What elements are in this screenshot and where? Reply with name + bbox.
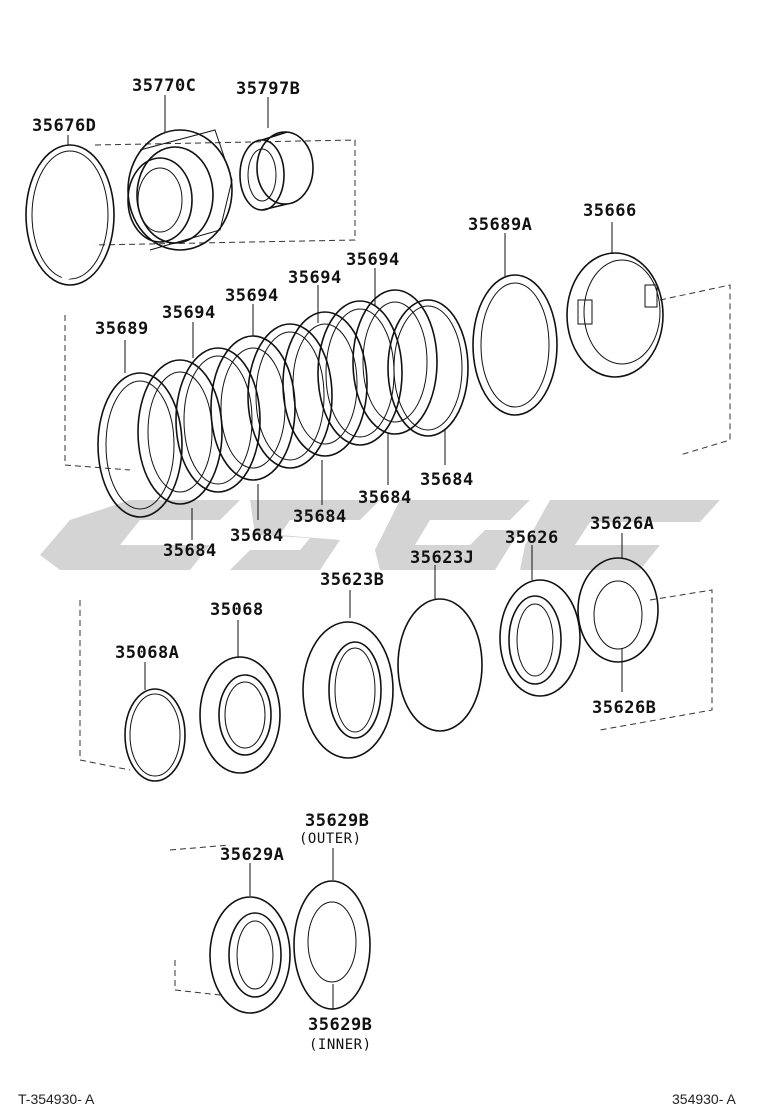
label-35623B: 35623B (320, 570, 384, 590)
note-inner: (INNER) (309, 1037, 372, 1053)
label-35694-4: 35694 (346, 250, 400, 270)
label-35689A: 35689A (468, 215, 532, 235)
sleeve-35797B (239, 131, 314, 211)
label-35684-2: 35684 (230, 526, 284, 546)
washer-35629B (293, 880, 371, 1010)
seal-35629A (209, 896, 291, 1014)
seal-35626 (499, 579, 581, 697)
label-35684-1: 35684 (163, 541, 217, 561)
label-35068: 35068 (210, 600, 264, 620)
snap-ring-35676D (25, 144, 115, 286)
plate-35689A (472, 274, 558, 416)
footer-right-code: 354930- A (672, 1091, 736, 1107)
footer-left-code: T-354930- A (18, 1091, 95, 1107)
label-35689: 35689 (95, 319, 149, 339)
label-35684-4: 35684 (358, 488, 412, 508)
dashed-guides (64, 139, 731, 996)
label-35676D: 35676D (32, 116, 96, 136)
label-35623J: 35623J (410, 548, 474, 568)
label-35770C: 35770C (132, 76, 196, 96)
label-35666: 35666 (583, 201, 637, 221)
label-35626B: 35626B (592, 698, 656, 718)
leader-lines (67, 95, 623, 1010)
snap-ring-35068A (124, 688, 186, 782)
label-35694-2: 35694 (225, 286, 279, 306)
hub-35068 (199, 656, 281, 774)
piston-35623B (302, 621, 394, 759)
clutch-pack (97, 289, 469, 518)
label-35629B-outer: 35629B (305, 811, 369, 831)
label-35694-3: 35694 (288, 268, 342, 288)
label-35629A: 35629A (220, 845, 284, 865)
washer-35626A (577, 557, 659, 663)
note-outer: (OUTER) (299, 831, 362, 847)
watermark-logo (40, 500, 720, 570)
label-35068A: 35068A (115, 643, 179, 663)
oring-35623J (397, 598, 483, 732)
label-35626A: 35626A (590, 514, 654, 534)
label-35629B-inner: 35629B (308, 1015, 372, 1035)
label-35684-5: 35684 (420, 470, 474, 490)
label-35626: 35626 (505, 528, 559, 548)
clutch-drum-35770C (127, 129, 233, 251)
label-35797B: 35797B (236, 79, 300, 99)
retainer-35666 (566, 252, 664, 378)
label-35684-3: 35684 (293, 507, 347, 527)
label-35694-1: 35694 (162, 303, 216, 323)
